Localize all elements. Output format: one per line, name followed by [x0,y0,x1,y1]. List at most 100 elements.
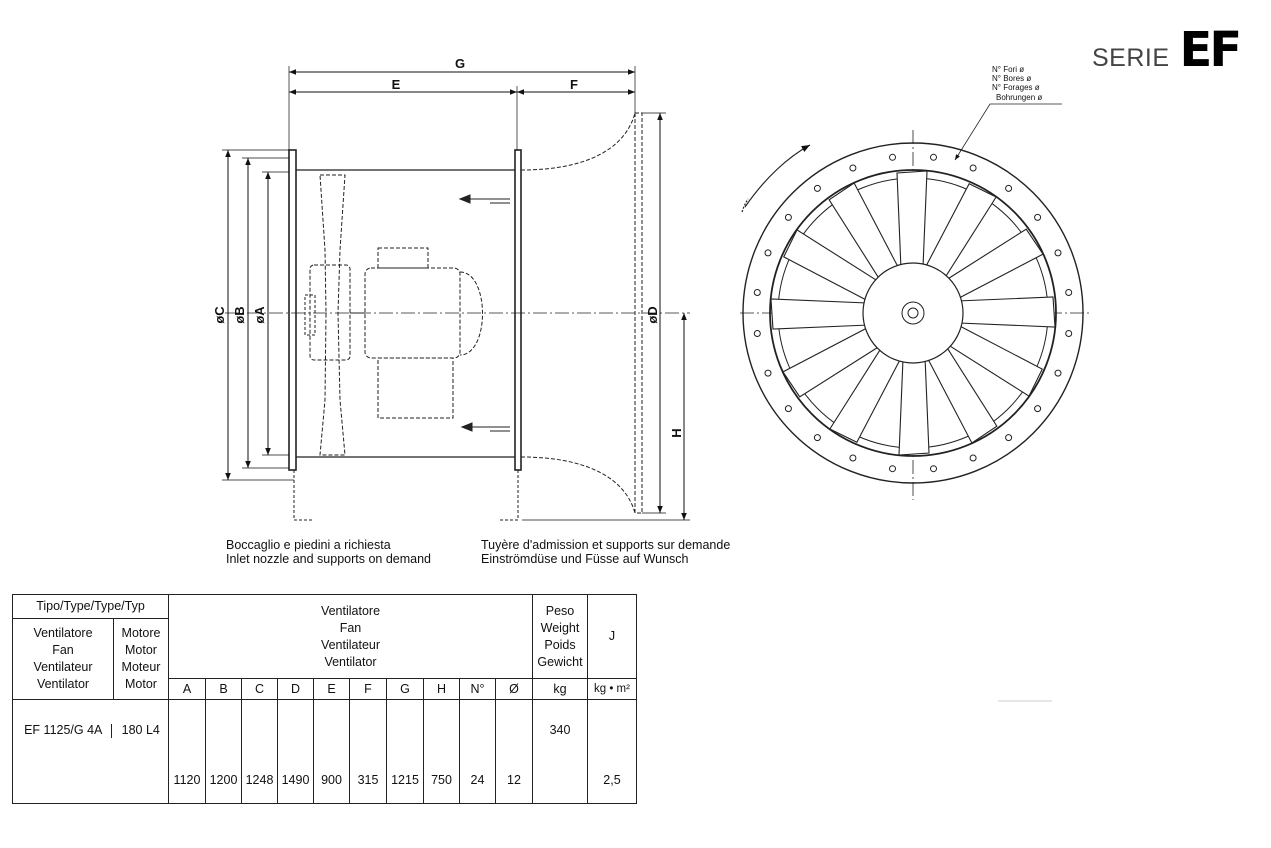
row-motor: 180 L4 [110,699,169,804]
dim-label-e: E [392,77,401,92]
row-dim-b: 1200 [205,699,242,804]
j-header: J [587,594,637,679]
motor-col-header-en: Motor [125,643,157,657]
dim-col-a: A [168,678,206,700]
holes-legend-line-2: N° Bores ø [992,74,1031,83]
dim-col-f: F [349,678,387,700]
dim-label-c: øC [212,306,227,324]
motor-col-header-de: Motor [125,677,157,691]
motor-col-header: Motore Motor Moteur Motor [113,618,169,700]
fan-group-header: Ventilatore Fan Ventilateur Ventilator [168,594,533,679]
flange-bolt-holes [753,153,1073,473]
motor-col-header-fr: Moteur [121,660,161,674]
bolt-hole [849,454,857,462]
bolt-hole [784,405,792,413]
fan-col-header-fr: Ventilateur [33,660,93,674]
fan-group-header-fr: Ventilateur [320,637,381,652]
dim-col-g: G [386,678,424,700]
weight-header-en: Weight [540,620,580,635]
impeller-blade [956,296,1056,328]
bolt-hole [813,184,821,192]
weight-header-it: Peso [545,603,575,618]
row-motor-value: 180 L4 [121,723,160,737]
fan-col-header-en: Fan [52,643,74,657]
fan-group-header-en: Fan [339,620,362,635]
table-row: EF 1125/G 4A 180 L4 1120 1200 1248 1490 … [12,699,637,804]
bolt-hole [1034,405,1042,413]
dim-col-n: N° [459,678,496,700]
bolt-hole [1065,330,1073,337]
note-right-line-1: Tuyère d'admission et supports sur deman… [481,538,731,552]
row-fan: EF 1125/G 4A [12,699,114,804]
bolt-hole [764,369,772,377]
dim-col-diam: Ø [495,678,533,700]
bolt-hole [1054,369,1062,377]
row-j: 2,5 [587,699,637,804]
row-dim-d: 1490 [277,699,314,804]
dim-label-b: øB [232,306,247,323]
holes-legend-line-4: Bohrungen ø [996,93,1042,102]
row-dim-e: 900 [313,699,350,804]
dim-label-f: F [570,77,578,92]
notes-left: Boccaglio e piedini a richiesta Inlet no… [226,538,431,566]
notes-right: Tuyère d'admission et supports sur deman… [481,538,730,566]
bolt-hole [1034,213,1042,221]
bolt-hole [1005,434,1013,442]
note-left-line-2: Inlet nozzle and supports on demand [226,552,431,566]
fan-group-header-it: Ventilatore [320,603,381,618]
note-left-line-1: Boccaglio e piedini a richiesta [226,538,391,552]
dim-col-h: H [423,678,460,700]
holes-legend-line-3: N° Forages ø [992,83,1040,92]
bolt-hole [889,465,896,473]
dim-label-g: G [455,56,465,71]
fan-col-header-it: Ventilatore [33,626,93,640]
bolt-hole [753,289,761,296]
dim-label-a: øA [252,306,267,324]
row-dim-g: 1215 [386,699,424,804]
bolt-hole [1054,249,1062,257]
front-view [740,103,1092,500]
spec-table: Tipo/Type/Type/Typ Ventilatore Fan Venti… [12,594,637,804]
fan-col-header-de: Ventilator [36,677,90,691]
side-view [225,112,690,521]
dim-col-b: B [205,678,242,700]
weight-unit: kg [532,678,588,700]
note-right-line-2: Einströmdüse und Füsse auf Wunsch [481,552,689,566]
bolt-hole [784,213,792,221]
bolt-hole [813,434,821,442]
dim-col-d: D [277,678,314,700]
type-header: Tipo/Type/Type/Typ [12,594,169,619]
bolt-hole [889,153,896,161]
j-unit: kg • m² [587,678,637,700]
impeller-blade [896,170,928,270]
bolt-hole [930,465,937,473]
bolt-hole [849,164,857,172]
dim-col-e: E [313,678,350,700]
row-dim-h: 750 [423,699,460,804]
row-dim-a: 1120 [168,699,206,804]
impeller-blade [898,356,930,456]
bolt-hole [969,164,977,172]
bolt-hole [1065,289,1073,296]
motor-col-header-it: Motore [121,626,161,640]
dimension-lines [222,66,690,521]
row-dim-f: 315 [349,699,387,804]
bolt-hole [764,249,772,257]
series-title: SERIE EF [1092,22,1242,78]
row-dim-c: 1248 [241,699,278,804]
row-dim-diam: 12 [495,699,533,804]
series-label: SERIE [1092,44,1170,72]
weight-header-de: Gewicht [537,654,583,669]
dim-col-c: C [241,678,278,700]
weight-header-fr: Poids [544,637,576,652]
row-weight: 340 [532,699,588,804]
holes-legend-line-1: N° Fori ø [992,65,1024,74]
bolt-hole [969,454,977,462]
fan-col-header: Ventilatore Fan Ventilateur Ventilator [12,618,114,700]
series-code: EF [1179,22,1243,78]
fan-group-header-de: Ventilator [324,654,377,669]
dim-label-h: H [669,428,684,437]
bolt-hole [1005,184,1013,192]
bolt-hole [930,153,937,161]
